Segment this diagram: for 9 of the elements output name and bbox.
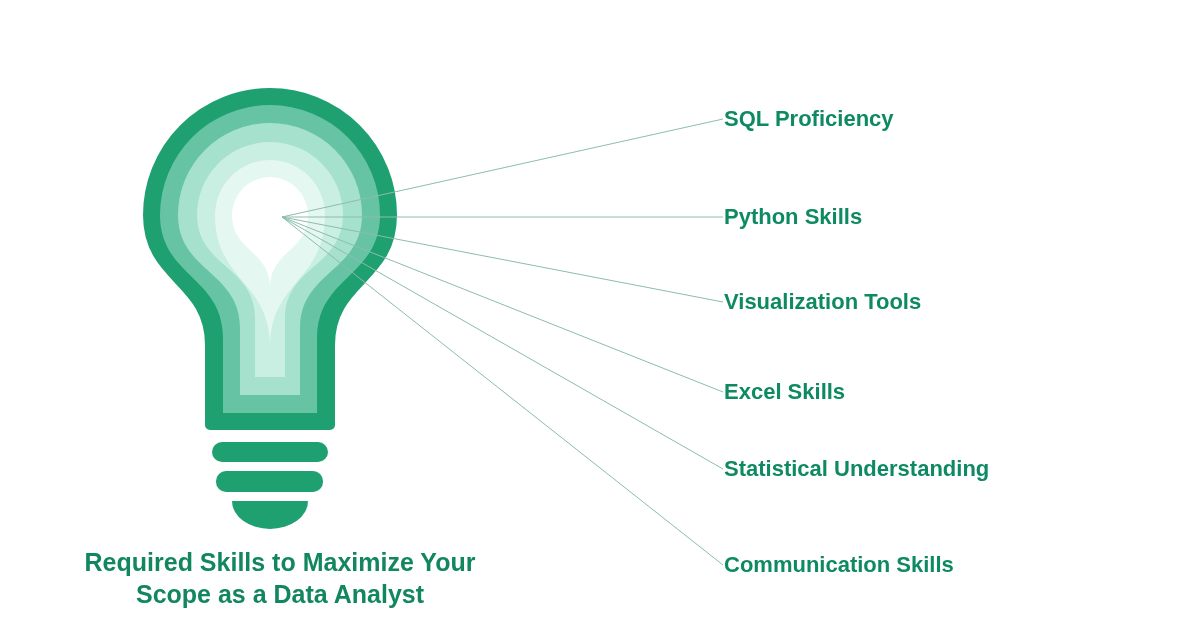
skill-label: SQL Proficiency <box>724 106 894 132</box>
skill-label: Excel Skills <box>724 379 846 405</box>
skill-label: Statistical Understanding <box>724 456 990 482</box>
connector-line <box>281 216 724 566</box>
skill-label: Visualization Tools <box>724 289 922 315</box>
skill-label: Communication Skills <box>724 552 954 578</box>
connector-line <box>281 216 724 218</box>
diagram-title: Required Skills to Maximize Your Scope as a Data Analyst <box>83 547 477 610</box>
skill-label: Python Skills <box>724 204 863 230</box>
